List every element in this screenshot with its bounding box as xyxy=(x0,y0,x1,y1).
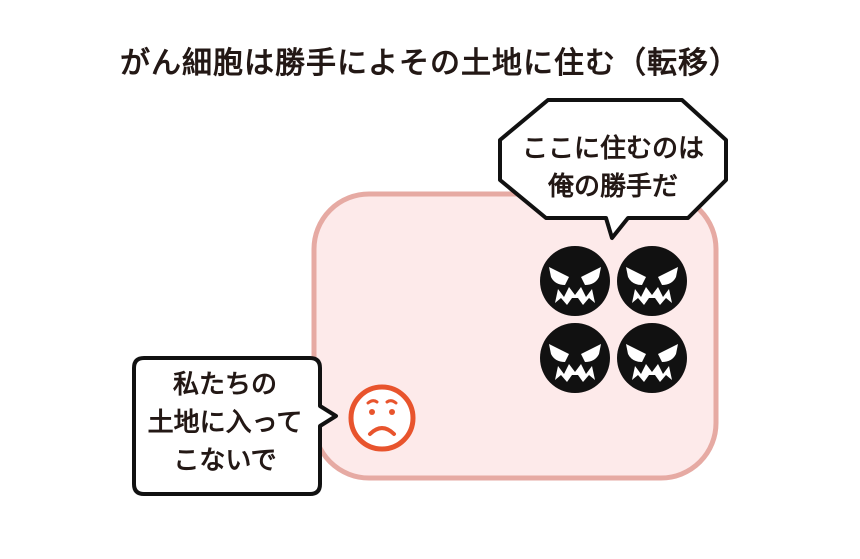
page-title: がん細胞は勝手によその土地に住む（転移） xyxy=(120,46,740,81)
normal-speech-line-3: こないで xyxy=(173,446,277,476)
cancer-cell-group xyxy=(540,246,687,393)
normal-speech-bubble xyxy=(132,356,338,496)
angry-face-icon xyxy=(540,246,610,316)
normal-speech-line-2: 土地に入って xyxy=(147,408,303,438)
cancer-speech-bubble xyxy=(498,98,728,240)
normal-speech-text: 私たちの 土地に入って こないで xyxy=(130,366,320,480)
angry-face-icon xyxy=(617,246,687,316)
cancer-speech-text: ここに住むのは 俺の勝手だ xyxy=(503,130,723,206)
angry-face-icon xyxy=(540,323,610,393)
angry-face-icon xyxy=(617,323,687,393)
normal-speech-line-1: 私たちの xyxy=(172,370,277,400)
cancer-speech-line-1: ここに住むのは xyxy=(521,134,704,164)
sad-face-icon xyxy=(348,384,416,452)
cancer-speech-line-2: 俺の勝手だ xyxy=(547,172,678,202)
